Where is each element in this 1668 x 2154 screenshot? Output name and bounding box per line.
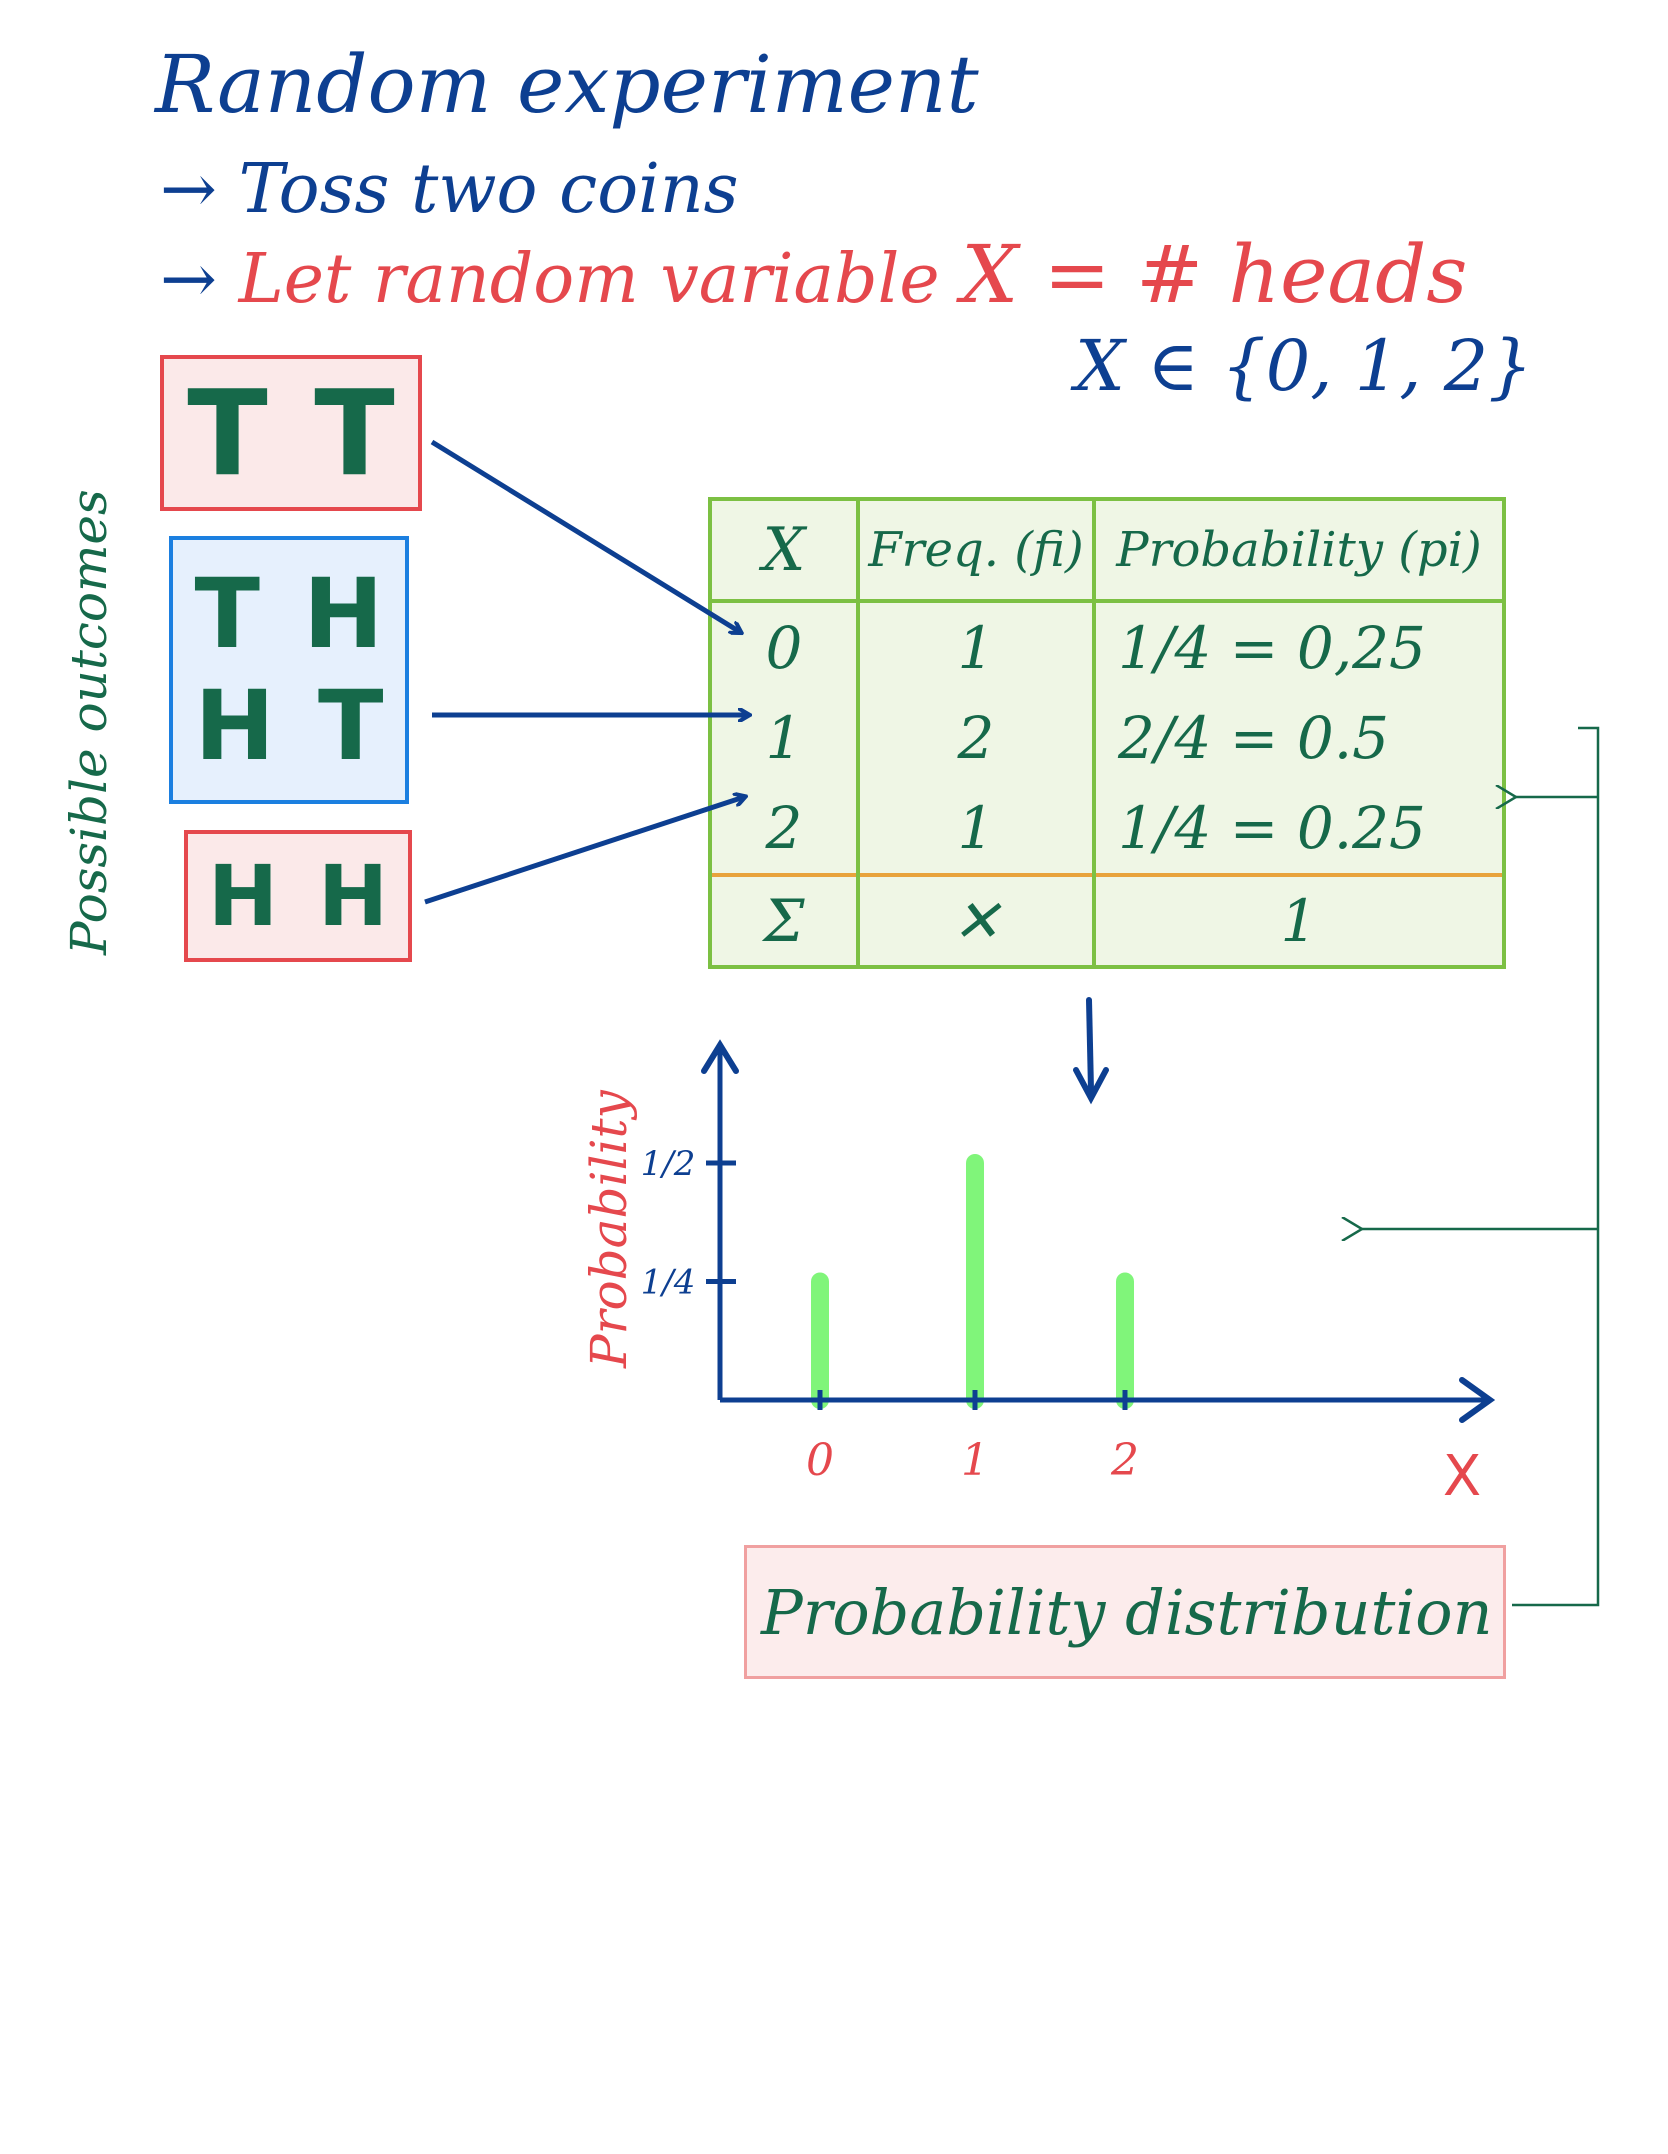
cell-x: 0 [708, 601, 860, 693]
coin-2: T [314, 364, 395, 502]
header-x: X [708, 497, 860, 603]
bracket-connector [1362, 726, 1600, 1607]
x-axis-arrow-icon [1459, 1377, 1496, 1423]
down-arrow-icon [1073, 997, 1109, 1105]
cell-x: 1 [708, 693, 860, 783]
table-row: 1 2 2/4 = 0.5 [708, 693, 1506, 783]
coin-2: H [303, 558, 384, 670]
outcome-ht: H T [173, 670, 405, 782]
probability-table: X Freq. (fi) Probability (pi) 0 1 1/4 = … [708, 497, 1506, 969]
x-tick-label-1: 1 [961, 1435, 989, 1486]
coin-1: H [194, 670, 275, 782]
step-rv-text: Let random variable [238, 240, 940, 319]
arrow-hh-to-2 [424, 797, 744, 905]
arrow-tt-to-0 [430, 439, 740, 632]
table-header-row: X Freq. (fi) Probability (pi) [708, 497, 1506, 603]
outcome-tt: T T [160, 355, 422, 511]
sum-freq-cross: ✕ [856, 873, 1096, 969]
y-axis-arrow-icon [701, 1039, 739, 1074]
y-tick-label-1: 1/4 [641, 1263, 696, 1303]
coin-2: H [317, 847, 389, 945]
x-axis-label: X [1443, 1444, 1481, 1509]
sum-symbol: Σ [708, 873, 860, 969]
table-sum-row: Σ ✕ 1 [708, 873, 1506, 969]
step-random-variable: → Let random variable X = # heads [160, 228, 1467, 321]
y-axis-label: Probability [580, 1090, 638, 1368]
cell-prob: 1/4 = 0.25 [1092, 783, 1506, 875]
header-probability: Probability (pi) [1092, 497, 1506, 603]
outcome-th: T H [173, 558, 405, 670]
outcome-hh: H H [184, 830, 412, 962]
outcome-th-ht: T H H T [169, 536, 409, 804]
coin-1: T [187, 364, 268, 502]
coin-1: T [194, 558, 261, 670]
cell-freq: 1 [856, 783, 1096, 875]
x-definition: X = # heads [961, 228, 1468, 321]
table-row: 0 1 1/4 = 0,25 [708, 601, 1506, 693]
header-freq: Freq. (fi) [856, 497, 1096, 603]
table-row: 2 1 1/4 = 0.25 [708, 783, 1506, 875]
title: Random experiment [155, 38, 979, 131]
coin-2: T [317, 670, 384, 782]
coin-1: H [207, 847, 279, 945]
cell-freq: 1 [856, 601, 1096, 693]
cell-freq: 2 [856, 693, 1096, 783]
step-toss-text: Toss two coins [238, 150, 739, 229]
probability-chart: 0 1 2 X 1/4 1/2 [641, 1039, 1496, 1509]
x-set-notation: X ∈ {0, 1, 2} [1075, 325, 1533, 407]
cell-prob: 1/4 = 0,25 [1092, 601, 1506, 693]
cell-prob: 2/4 = 0.5 [1092, 693, 1506, 783]
probability-distribution-label: Probability distribution [744, 1545, 1506, 1679]
step-toss-coins: → Toss two coins [160, 150, 739, 229]
arrow-right-icon: → [160, 240, 239, 319]
x-tick-label-0: 0 [806, 1435, 834, 1486]
x-tick-label-2: 2 [1110, 1435, 1139, 1486]
sum-prob: 1 [1092, 873, 1506, 969]
y-tick-label-2: 1/2 [641, 1144, 696, 1184]
arrow-right-icon: → [160, 150, 239, 229]
